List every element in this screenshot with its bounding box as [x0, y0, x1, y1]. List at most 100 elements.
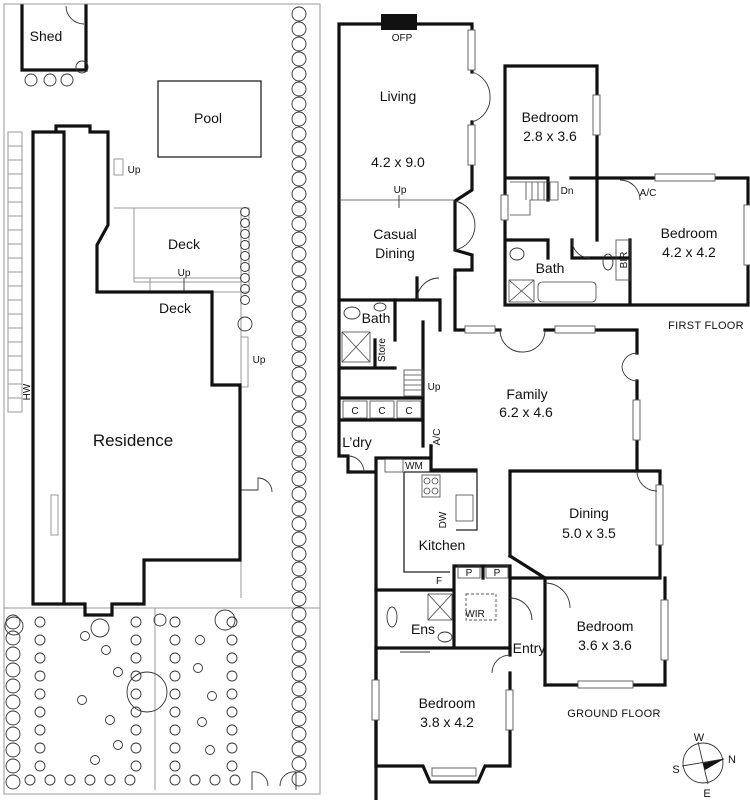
- shrub: [130, 742, 142, 754]
- shrub: [291, 366, 307, 382]
- top-steps: [113, 158, 124, 176]
- shrub: [237, 316, 253, 332]
- shrub: [240, 218, 250, 228]
- shrub: [291, 666, 307, 682]
- dn-label: Dn: [561, 186, 574, 197]
- shrub: [291, 276, 307, 292]
- shrub: [130, 760, 142, 772]
- cupboard-1: [342, 400, 368, 419]
- living-window-right: [467, 29, 476, 71]
- first-floor: Bedroom 2.8 x 3.6 Dn A/C Bath BIR Bedroo…: [500, 64, 750, 332]
- shrub: [291, 426, 307, 442]
- shrub: [5, 758, 21, 774]
- bir-label: BIR: [619, 252, 630, 269]
- gf-bath-basin: [343, 306, 361, 320]
- compass-w: W: [694, 732, 705, 744]
- shrub: [291, 411, 307, 427]
- shrub: [169, 688, 181, 700]
- shrub: [291, 336, 307, 352]
- cupboard-2: [369, 400, 395, 419]
- ff-toilet: [509, 247, 525, 261]
- bedroom-d-bay: [431, 767, 477, 777]
- gf-shower-x2: [341, 331, 371, 363]
- shrub: [291, 696, 307, 712]
- shrub: [77, 695, 87, 705]
- shrub: [209, 774, 221, 786]
- shrub: [130, 652, 142, 664]
- shrub: [130, 724, 142, 736]
- living-name: Living: [380, 88, 417, 104]
- gf-bath-basin-2: [373, 302, 387, 312]
- front-garden: [4, 609, 241, 790]
- family-side-doors: [621, 352, 638, 382]
- family-french-doors: [499, 329, 546, 353]
- ff-window-2: [500, 194, 509, 221]
- shrub: [64, 774, 76, 786]
- cupboard-3: [396, 400, 422, 419]
- shrub: [169, 634, 181, 646]
- shrub: [291, 171, 307, 187]
- shrub: [291, 501, 307, 517]
- shrub: [291, 351, 307, 367]
- shrub: [34, 742, 46, 754]
- shrub: [291, 681, 307, 697]
- ff-shower: [508, 279, 535, 303]
- shrub: [5, 646, 21, 662]
- bedroom-c-window-right: [660, 599, 669, 661]
- shrub: [5, 694, 21, 710]
- cooktop: [421, 474, 441, 498]
- shrub: [291, 546, 307, 562]
- garden-circle: [126, 671, 168, 713]
- wir-door: [509, 597, 533, 621]
- shrub: [130, 706, 142, 718]
- ensuite-toilet: [437, 631, 453, 643]
- shrub: [169, 724, 181, 736]
- shrub: [5, 742, 21, 758]
- shrub: [291, 471, 307, 487]
- laundry-label: L’dry: [342, 434, 372, 450]
- shrub: [291, 561, 307, 577]
- bedroom-c-window-bottom: [577, 680, 634, 689]
- entry-door: [544, 582, 571, 609]
- wir-label: WIR: [465, 609, 484, 620]
- ens-label: Ens: [411, 621, 435, 637]
- shrub: [169, 670, 181, 682]
- shrub: [291, 261, 307, 277]
- shrub: [113, 667, 123, 677]
- ff-bath-tub: [537, 281, 597, 303]
- shrub: [169, 760, 181, 772]
- shrub: [291, 636, 307, 652]
- entry-label: Entry: [513, 640, 546, 656]
- fridge-label: F: [436, 576, 442, 587]
- shrub: [291, 291, 307, 307]
- shrub: [291, 51, 307, 67]
- shrub: [130, 634, 142, 646]
- shrub: [5, 774, 21, 790]
- ff-stair: [510, 181, 559, 216]
- burner-2: [431, 477, 439, 485]
- pantry-1-label: P: [466, 568, 473, 579]
- pool: [157, 80, 262, 158]
- top-up-label: Up: [128, 165, 141, 176]
- family-window-top: [464, 325, 496, 334]
- deck-hedge: [237, 207, 253, 332]
- bedroom-d-size: 3.8 x 4.2: [420, 714, 474, 730]
- shrub: [34, 670, 46, 682]
- casual-dining-1: Casual: [373, 226, 417, 242]
- shrub: [4, 616, 24, 636]
- kitchen-label: Kitchen: [419, 537, 466, 553]
- shrub: [229, 774, 241, 786]
- compass-ring: [682, 742, 724, 784]
- shrub: [291, 456, 307, 472]
- shrub: [153, 613, 167, 627]
- pool-label: Pool: [194, 110, 222, 126]
- shrub: [193, 663, 203, 673]
- shrub: [113, 740, 123, 750]
- shrub: [291, 606, 307, 622]
- left-strip: [7, 131, 23, 413]
- ff-basin: [602, 253, 614, 271]
- shrub: [34, 706, 46, 718]
- shrub: [5, 710, 21, 726]
- shrub: [291, 246, 307, 262]
